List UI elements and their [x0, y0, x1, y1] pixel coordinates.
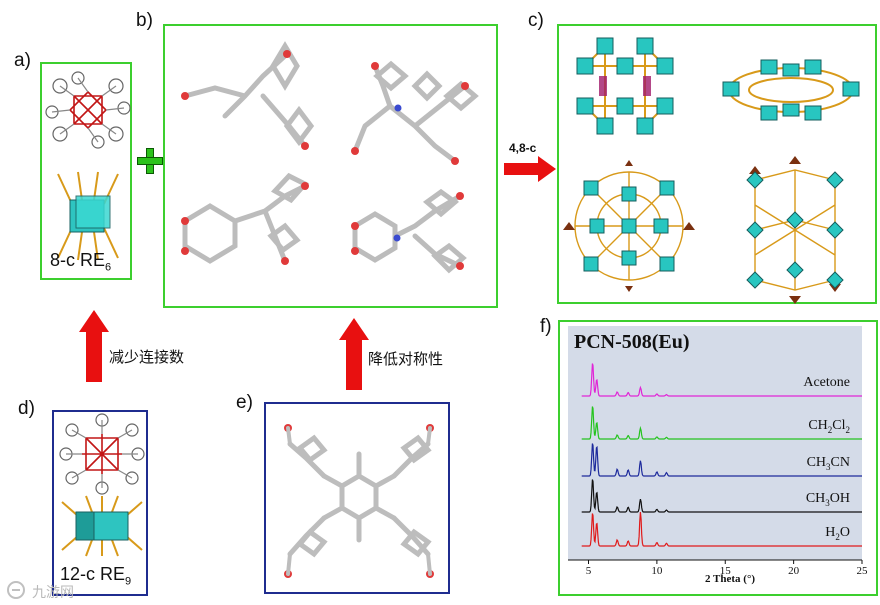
panel-label-c: c): [528, 10, 544, 31]
panel-label-e: e): [236, 392, 253, 413]
panel-f-box: [558, 320, 878, 596]
caption-8c-sub: 6: [105, 261, 112, 274]
watermark-logo-icon: [6, 580, 28, 605]
series-trace-4: [581, 512, 862, 547]
series-label-2: CH3CN: [807, 455, 850, 472]
x-tick-label-0: 5: [586, 565, 592, 577]
panel-d-box: 12-c RE9: [52, 410, 148, 596]
panel-label-d: d): [18, 398, 35, 419]
panel-label-a: a): [14, 50, 31, 71]
series-label-1: CH2Cl2: [808, 418, 850, 435]
watermark-text: 九游网: [32, 585, 74, 601]
caption-12c-main: 12-c RE: [60, 564, 126, 584]
series-label-0: Acetone: [803, 375, 850, 390]
x-tick-label-1: 10: [651, 565, 663, 577]
cluster-12c-illustration: [59, 413, 145, 557]
x-tick-label-4: 25: [857, 565, 869, 577]
series-trace-1: [581, 406, 862, 440]
caption-8c: 8-c RE6: [50, 250, 111, 274]
up-arrow-left-label: 减少连接数: [109, 348, 185, 366]
panel-label-f: f): [540, 316, 552, 337]
chart-title: PCN-508(Eu): [574, 331, 690, 353]
chart-plot-background: [568, 326, 862, 560]
caption-8c-main: 8-c RE: [50, 250, 106, 270]
series-trace-0: [581, 363, 862, 397]
cluster-8c-illustration: [45, 71, 131, 261]
pxrd-chart: PCN-508(Eu) 5 10 15 20 25 AcetoneCH2Cl2CH3CN…: [568, 326, 869, 585]
x-axis-label: 2 Theta (°): [705, 573, 755, 585]
caption-12c: 12-c RE9: [60, 564, 131, 588]
up-arrow-right-icon: [339, 318, 369, 390]
series-trace-3: [581, 479, 862, 513]
panel-e-box: [264, 402, 450, 594]
up-arrow-left-icon: [79, 310, 109, 382]
caption-12c-sub: 9: [125, 575, 132, 588]
right-arrow-icon: [504, 156, 556, 182]
arrow-right-label: 4,8-c: [509, 141, 537, 155]
x-tick-label-3: 20: [788, 565, 800, 577]
x-tick-label-2: 15: [720, 565, 732, 577]
series-trace-2: [581, 443, 862, 477]
panel-label-b: b): [136, 10, 153, 31]
up-arrow-right-label: 降低对称性: [368, 350, 444, 368]
framework-topology-illustration: [563, 37, 860, 304]
panel-b-box: [163, 24, 498, 308]
panel-a-box: 8-c RE6: [40, 62, 132, 280]
series-label-3: CH3OH: [806, 491, 850, 508]
tetratopic-linker-illustration: [284, 424, 434, 578]
panel-c-box: [557, 24, 877, 304]
plus-icon: [137, 148, 163, 174]
series-label-4: H2O: [825, 525, 850, 542]
linker-molecules-illustration: [181, 41, 479, 274]
